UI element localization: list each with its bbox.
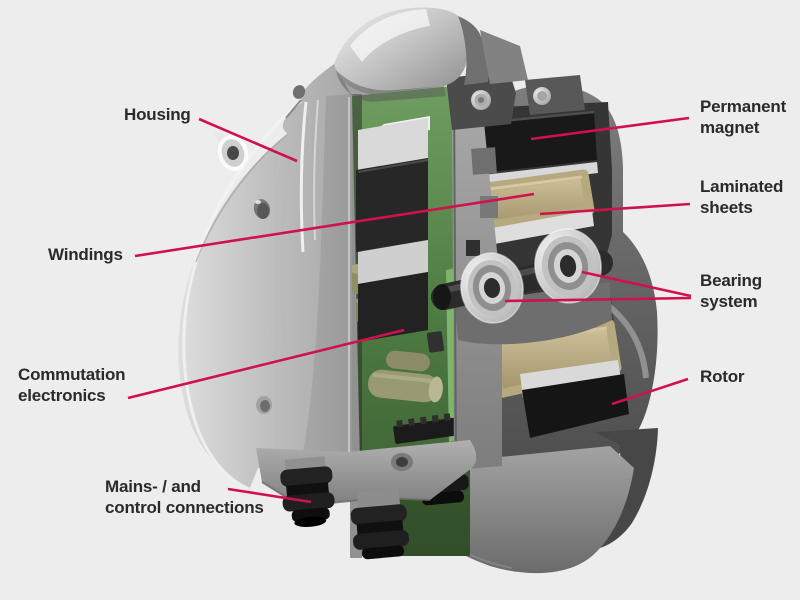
label-rotor-text: Rotor bbox=[700, 367, 745, 386]
leader-line-commutation bbox=[127, 328, 405, 400]
capacitor-cylinder-small bbox=[386, 350, 430, 372]
cable-glands bbox=[256, 440, 477, 560]
label-magnet-line1: Permanent bbox=[700, 97, 787, 116]
leader-line-rotor bbox=[611, 377, 689, 406]
laminated-sheet-shape bbox=[470, 210, 594, 248]
leader-line-bearing-upper bbox=[581, 270, 692, 298]
leader-line-bearing-lower bbox=[504, 296, 692, 303]
housing-hole-upper bbox=[253, 199, 271, 219]
label-bearing-line2: system bbox=[700, 292, 758, 311]
label-housing: Housing bbox=[124, 104, 191, 125]
label-housing-text: Housing bbox=[124, 105, 191, 124]
label-laminated-sheets: Laminated sheets bbox=[700, 176, 783, 218]
mounting-bracket bbox=[525, 75, 585, 115]
rotor-magnet-lower bbox=[522, 374, 629, 438]
label-mains-control-connections: Mains- / and control connections bbox=[105, 476, 264, 518]
label-commutation-line1: Commutation bbox=[18, 365, 126, 384]
housing-shape bbox=[178, 64, 352, 491]
leader-line-housing bbox=[198, 117, 298, 163]
label-mains-line2: control connections bbox=[105, 498, 264, 517]
housing-hole-top bbox=[292, 85, 306, 99]
leader-line-laminated-sheets bbox=[539, 202, 691, 216]
leader-line-permanent-magnet bbox=[530, 116, 690, 141]
ball-bearing-left bbox=[460, 252, 524, 324]
capacitor-cylinder-large bbox=[368, 369, 443, 403]
bearing-assembly bbox=[431, 228, 613, 345]
label-sheets-line2: sheets bbox=[700, 198, 753, 217]
label-bearing-system: Bearing system bbox=[700, 270, 762, 312]
housing-hole-lower bbox=[256, 396, 272, 414]
label-rotor: Rotor bbox=[700, 366, 745, 387]
label-commutation-line2: electronics bbox=[18, 386, 106, 405]
leader-line-windings bbox=[134, 192, 535, 258]
screw-eyelet bbox=[214, 132, 249, 171]
ic-chip-2 bbox=[426, 331, 445, 353]
cable-gland-middle bbox=[350, 488, 410, 560]
leader-lines bbox=[127, 116, 692, 504]
label-magnet-line2: magnet bbox=[700, 118, 760, 137]
connector-toothed-strip bbox=[393, 413, 457, 444]
label-permanent-magnet: Permanent magnet bbox=[700, 96, 786, 138]
label-mains-line1: Mains- / and bbox=[105, 477, 201, 496]
ball-bearing-right bbox=[534, 228, 602, 304]
label-bearing-line1: Bearing bbox=[700, 271, 762, 290]
label-windings: Windings bbox=[48, 244, 123, 265]
label-windings-text: Windings bbox=[48, 245, 123, 264]
leader-line-mains bbox=[227, 487, 312, 504]
housing-dome bbox=[334, 7, 528, 102]
label-commutation-electronics: Commutation electronics bbox=[18, 364, 126, 406]
label-sheets-line1: Laminated bbox=[700, 177, 784, 196]
stator-windings-shape bbox=[356, 116, 430, 342]
flange-boss-hole bbox=[391, 453, 413, 471]
